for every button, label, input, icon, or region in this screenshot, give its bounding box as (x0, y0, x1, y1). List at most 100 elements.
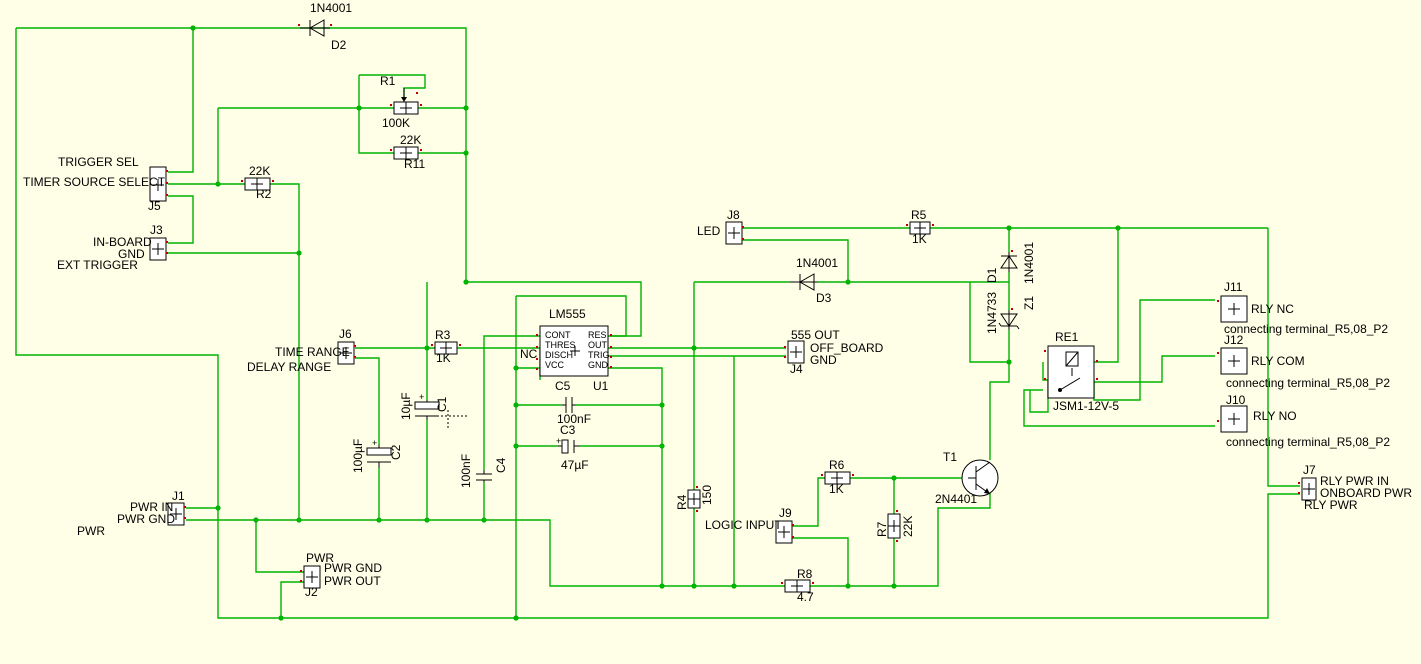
c2-ref: C2 (389, 444, 403, 460)
t1-ref: T1 (943, 450, 957, 464)
capacitor-c1[interactable]: + (414, 392, 468, 430)
d3-ref: D3 (816, 291, 832, 305)
j7-label-onboard-pwr: ONBOARD PWR (1320, 486, 1412, 500)
j6-ref: J6 (339, 327, 352, 341)
u1-pin-gnd: GND (588, 360, 609, 370)
u1-value: LM555 (549, 307, 586, 321)
j8-label-led: LED (697, 224, 721, 238)
header-j8[interactable] (725, 221, 744, 245)
r3-ref: R3 (435, 328, 451, 342)
j5-label-timer-source: TIMER SOURCE SELECT (23, 175, 166, 189)
j11-label: RLY NC (1251, 302, 1294, 316)
j4-ref: J4 (790, 362, 803, 376)
capacitor-c2[interactable]: + (366, 438, 392, 468)
relay-re1[interactable] (1044, 345, 1098, 399)
j4-label-off-board: OFF_BOARD (810, 341, 884, 355)
r8-ref: R8 (797, 567, 813, 581)
u1-nc: NC (520, 347, 538, 361)
capacitor-c3[interactable]: + (556, 436, 580, 454)
u1-pin-disch: DISCH (545, 350, 573, 360)
j6-label-time-range: TIME RANGE (275, 345, 350, 359)
c5-value: 100nF (557, 412, 591, 426)
header-j4[interactable] (784, 340, 805, 364)
resistor-r6[interactable] (821, 471, 854, 485)
header-j9[interactable] (775, 520, 794, 544)
resistor-r5[interactable] (906, 221, 934, 235)
r5-value: 1K (912, 232, 927, 246)
header-j5[interactable] (149, 166, 168, 202)
j5-ref: J5 (148, 199, 161, 213)
j4-label-555-out: 555 OUT (791, 328, 840, 342)
terminal-j12[interactable] (1217, 347, 1248, 375)
j8-ref: J8 (727, 208, 740, 222)
resistor-r4[interactable] (687, 486, 701, 512)
resistor-r7[interactable] (887, 510, 901, 542)
svg-text:+: + (419, 392, 424, 402)
u1-ref: U1 (593, 379, 609, 393)
j3-label-in-board: IN-BOARD (93, 235, 152, 249)
r6-ref: R6 (829, 458, 845, 472)
r11-ref: R11 (404, 157, 425, 171)
u1-pin-cont: CONT (545, 330, 571, 340)
zener-z1[interactable] (998, 308, 1020, 330)
j7-label-rly-pwr-in: RLY PWR IN (1320, 474, 1389, 488)
r2-value: 22K (249, 164, 270, 178)
c1-ref: C1 (435, 396, 449, 412)
j2-label-pwr: PWR (306, 551, 334, 565)
header-j1[interactable] (167, 502, 186, 526)
resistor-r11[interactable] (390, 146, 422, 160)
c4-value: 100nF (459, 454, 473, 488)
c5-ref: C5 (555, 379, 571, 393)
j12-label: RLY COM (1251, 354, 1305, 368)
r4-value: 150 (700, 485, 714, 505)
r7-ref: R7 (875, 521, 889, 537)
j3-ref: J3 (150, 223, 163, 237)
potentiometer-r1[interactable] (390, 88, 422, 115)
svg-text:+: + (556, 436, 561, 446)
resistor-r8[interactable] (781, 579, 814, 593)
terminal-j11[interactable] (1217, 295, 1248, 323)
d1-value: 1N4001 (1022, 242, 1036, 284)
r2-ref: R2 (256, 187, 272, 201)
j1-label-pwr-in: PWR IN (130, 500, 173, 514)
j12-ref: J12 (1224, 333, 1244, 347)
d2-ref: D2 (331, 38, 347, 52)
z1-value: 1N4733 (985, 292, 999, 334)
j1-ref: J1 (172, 489, 185, 503)
j10-label: RLY NO (1253, 409, 1297, 423)
diode-d1[interactable] (1000, 250, 1018, 272)
c3-ref: C3 (560, 423, 576, 437)
j9-ref: J9 (779, 506, 792, 520)
d1-ref: D1 (985, 267, 999, 283)
header-j6[interactable] (337, 341, 356, 365)
r7-value: 22K (901, 516, 915, 537)
labels: 1N4001 D2 R1 100K 22K R11 22K R2 TRIGGER… (23, 1, 1412, 604)
re1-ref: RE1 (1055, 330, 1079, 344)
transistor-t1[interactable] (961, 459, 999, 497)
c3-value: 47µF (561, 458, 589, 472)
j7-label-rly-pwr: RLY PWR (1304, 498, 1358, 512)
diode-d3[interactable] (790, 273, 818, 291)
resistor-r3[interactable] (431, 341, 461, 355)
j11-desc: connecting terminal_R5,08_P2 (1224, 322, 1388, 336)
r6-value: 1K (829, 482, 844, 496)
j3-label-ext-trigger: EXT TRIGGER (57, 258, 138, 272)
u1-pin-vcc: VCC (545, 360, 565, 370)
header-j2[interactable] (300, 565, 321, 589)
terminal-j10[interactable] (1217, 405, 1248, 433)
diode-d2[interactable] (298, 19, 332, 37)
t1-value: 2N4401 (935, 492, 977, 506)
j2-label-pwr-out: PWR OUT (324, 574, 381, 588)
resistor-r2[interactable] (241, 177, 274, 191)
j2-ref: J2 (305, 585, 318, 599)
header-j3[interactable] (149, 237, 168, 261)
j6-label-delay-range: DELAY RANGE (247, 360, 331, 374)
capacitor-c4[interactable] (476, 470, 492, 482)
header-j7[interactable] (1298, 477, 1317, 501)
d2-value: 1N4001 (310, 1, 352, 15)
j2-label-pwr-gnd: PWR GND (324, 561, 382, 575)
c2-value: 100µF (351, 439, 365, 473)
re1-value: JSM1-12V-5 (1053, 399, 1119, 413)
capacitor-c5[interactable] (562, 397, 576, 413)
ic-u1-lm555[interactable] (536, 325, 612, 377)
